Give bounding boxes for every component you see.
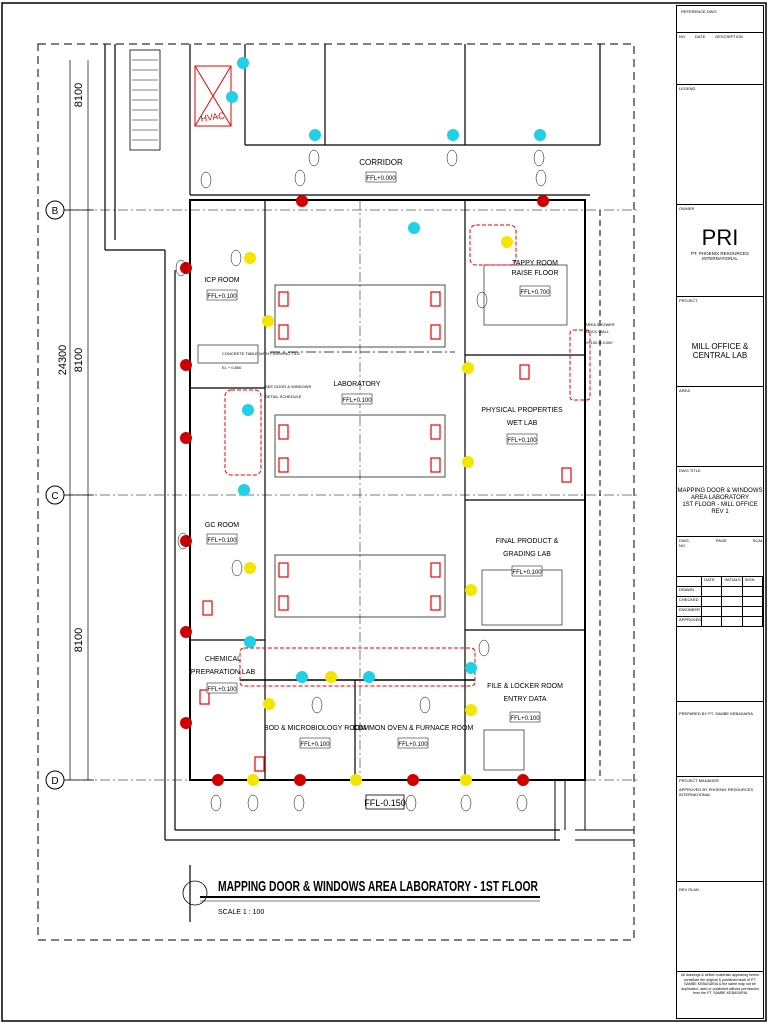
project-name: MILL OFFICE & CENTRAL LAB bbox=[691, 342, 749, 360]
drawing-scale: SCALE 1 : 100 bbox=[218, 909, 264, 916]
axis-lines bbox=[64, 209, 640, 781]
svg-text:FFL+0.700: FFL+0.700 bbox=[520, 290, 550, 296]
company-name: PT. PHOENIX RESOURCES INTERNATIONAL bbox=[691, 251, 749, 261]
axis-bubble-c: C bbox=[45, 485, 65, 505]
svg-text:FFL+0.100: FFL+0.100 bbox=[207, 687, 237, 693]
corridor-label: CORRIDOR bbox=[359, 158, 403, 167]
left-dimensions bbox=[64, 60, 94, 781]
company-logo: PRI bbox=[701, 225, 739, 250]
svg-text:FFL+0.000: FFL+0.000 bbox=[366, 176, 396, 182]
legend-area: LEGEND bbox=[677, 84, 763, 204]
dim-cd: 8100 bbox=[73, 628, 85, 652]
rev-plan: REV PLAN bbox=[677, 881, 763, 971]
svg-text:B: B bbox=[52, 206, 59, 217]
dim-total: 24300 bbox=[57, 345, 69, 376]
dwg-title-area: DWG TITLE MAPPING DOOR & WINDOWS AREA LA… bbox=[677, 466, 763, 536]
yellow-dots bbox=[244, 236, 513, 786]
drawing-title-block: MAPPING DOOR & WINDOWS AREA LABORATORY -… bbox=[182, 865, 540, 922]
svg-text:CONCRETE TABLE WITH FINISHING: CONCRETE TABLE WITH FINISHING TILE bbox=[222, 351, 300, 356]
area-field: AREA bbox=[677, 386, 763, 466]
svg-text:C: C bbox=[51, 491, 58, 502]
svg-text:FFL+0.100: FFL+0.100 bbox=[512, 570, 542, 576]
svg-text:FFL+0.100: FFL+0.100 bbox=[398, 742, 428, 748]
window-markers bbox=[199, 291, 572, 772]
laboratory-label: LABORATORY bbox=[333, 381, 380, 388]
svg-text:DETAIL SCHEDULE: DETAIL SCHEDULE bbox=[265, 394, 302, 399]
lab-benches bbox=[270, 200, 455, 780]
plan-notes: CONCRETE TABLE WITH FINISHING TILE EL + … bbox=[222, 322, 615, 399]
svg-text:GRADING LAB: GRADING LAB bbox=[503, 551, 551, 558]
project-area: PROJECT MILL OFFICE & CENTRAL LAB bbox=[677, 296, 763, 386]
svg-text:FFL+0.100: FFL+0.100 bbox=[207, 294, 237, 300]
red-dots bbox=[180, 195, 549, 786]
svg-text:D: D bbox=[51, 776, 58, 787]
svg-text:FFL+0.100: FFL+0.100 bbox=[342, 398, 372, 404]
svg-text:SEE DOOR & WINDOWS: SEE DOOR & WINDOWS bbox=[265, 384, 312, 389]
svg-text:ENTRY DATA: ENTRY DATA bbox=[503, 696, 546, 703]
svg-text:RAISE FLOOR: RAISE FLOOR bbox=[511, 270, 558, 277]
svg-text:EL + 0.800: EL + 0.800 bbox=[222, 365, 242, 370]
lower-exterior bbox=[554, 210, 634, 841]
cyan-dots bbox=[226, 57, 546, 683]
physical-properties-label: PHYSICAL PROPERTIES bbox=[481, 407, 563, 414]
file-locker-label: FILE & LOCKER ROOM bbox=[487, 683, 563, 690]
svg-text:FFL+0.100: FFL+0.100 bbox=[300, 742, 330, 748]
disclaimer: All drawings & written materials appeari… bbox=[677, 971, 763, 1018]
outside-ffl-label: FFL-0.150 bbox=[364, 798, 406, 808]
svg-text:HVAC: HVAC bbox=[200, 110, 226, 123]
axis-bubble-d: D bbox=[45, 770, 65, 790]
ref-header: REFERENCE DWG bbox=[681, 9, 717, 14]
dwg-number-row: DWG. NO PAGE SCALE bbox=[677, 536, 763, 561]
svg-text:AREA SHOWER: AREA SHOWER bbox=[585, 322, 615, 327]
svg-text:+0.100 H:3.000: +0.100 H:3.000 bbox=[585, 340, 613, 345]
svg-text:PREPARATION LAB: PREPARATION LAB bbox=[191, 669, 256, 676]
upper-building bbox=[104, 44, 601, 841]
svg-text:FFL+0.100: FFL+0.100 bbox=[510, 716, 540, 722]
prepared-by: PREPARED BY PT. SAMBE KEBASARIA bbox=[677, 701, 763, 776]
gc-room-label: GC ROOM bbox=[205, 522, 239, 529]
svg-text:FFL+0.100: FFL+0.100 bbox=[207, 538, 237, 544]
svg-text:WET LAB: WET LAB bbox=[507, 420, 538, 427]
lab-walls bbox=[189, 199, 586, 781]
svg-text:FFL+0.100: FFL+0.100 bbox=[507, 438, 537, 444]
dim-top: 8100 bbox=[73, 83, 85, 107]
final-product-label: FINAL PRODUCT & bbox=[496, 538, 559, 545]
revision-header: NO DATE DESCRIPTION bbox=[677, 32, 763, 44]
owner-area: OWNER PRI PT. PHOENIX RESOURCES INTERNAT… bbox=[677, 204, 763, 296]
door-tags bbox=[175, 149, 547, 812]
svg-text:BRICK WALL: BRICK WALL bbox=[585, 329, 610, 334]
tappy-room-label: TAPPY ROOM bbox=[512, 260, 558, 267]
boundary-line bbox=[37, 43, 635, 941]
chemical-prep-label: CHEMICAL bbox=[205, 656, 241, 663]
title-block: REFERENCE DWG NO DATE DESCRIPTION LEGEND… bbox=[676, 5, 764, 1019]
icp-room-label: ICP ROOM bbox=[204, 277, 239, 284]
stairs bbox=[132, 59, 158, 141]
bod-room-label: BOD & MICROBIOLOGY ROOM bbox=[264, 725, 366, 732]
hvac-box: HVAC bbox=[194, 65, 232, 127]
drawing-title: MAPPING DOOR & WINDOWS AREA LABORATORY -… bbox=[218, 878, 538, 895]
approval-area: PROJECT MANAGER APPROVED BY PHOENIX RESO… bbox=[677, 776, 763, 836]
axis-bubble-b: B bbox=[45, 200, 65, 220]
oven-room-label: COMMON OVEN & FURNACE ROOM bbox=[353, 725, 474, 732]
dim-bc: 8100 bbox=[73, 348, 85, 372]
room-labels: CORRIDOR FFL+0.000 ICP ROOM FFL+0.100 LA… bbox=[191, 158, 563, 810]
